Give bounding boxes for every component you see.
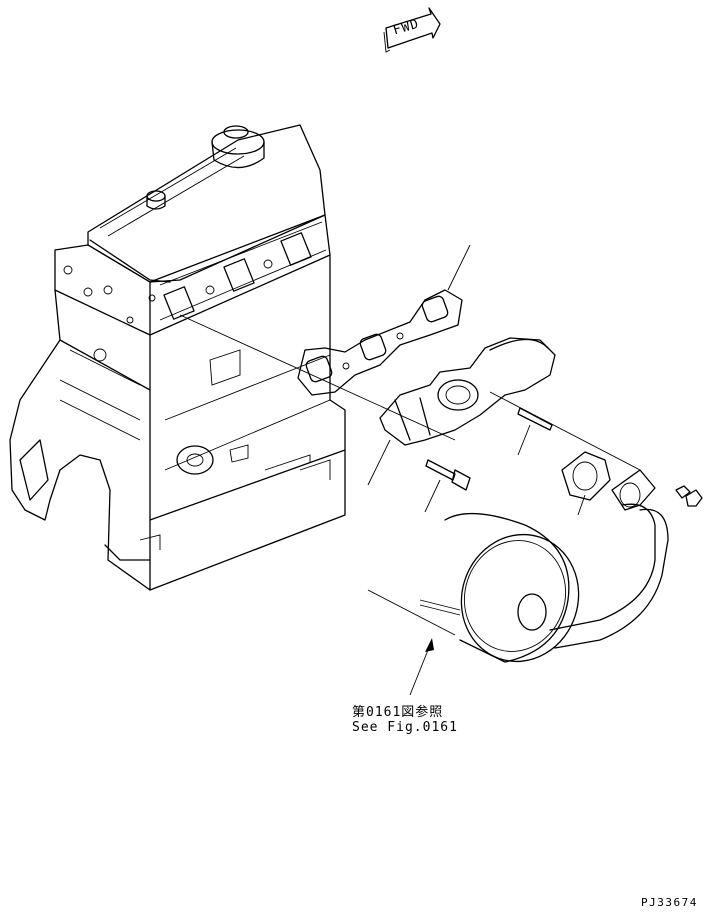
exhaust-pipe [517,469,669,649]
engine-block [9,124,346,591]
stud [489,391,641,471]
fwd-arrow-icon [383,7,441,53]
exhaust-manifold [179,314,556,486]
manifold-gasket [297,244,471,396]
callout-english: See Fig.0161 [352,720,458,735]
muffler [367,512,580,696]
reference-code: PJ33674 [641,896,698,909]
bolt [424,459,471,513]
nut [675,485,703,507]
flange-gasket [561,451,611,516]
callout-japanese: 第0161図参照 [352,705,444,720]
